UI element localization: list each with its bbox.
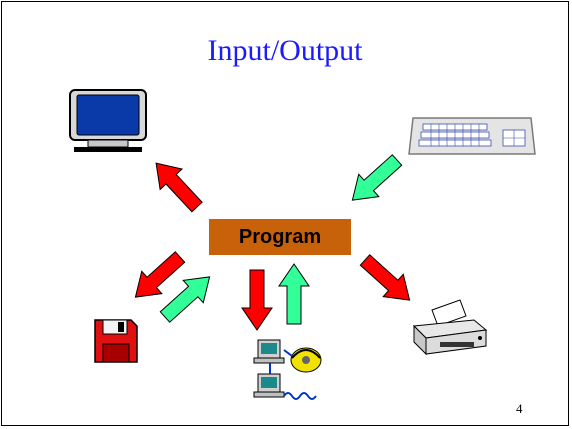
arrow-to-network [241, 269, 273, 331]
floppy-disk-icon [94, 319, 138, 363]
arrow-to-monitor [144, 152, 209, 218]
arrow-from-keyboard [341, 148, 408, 212]
network-computers-icon [253, 339, 322, 400]
keyboard-icon [408, 117, 536, 155]
program-box: Program [209, 219, 351, 255]
printer-icon [412, 299, 488, 356]
page-number: 4 [516, 401, 523, 416]
arrow-from-network [278, 263, 310, 325]
monitor-icon [69, 89, 147, 152]
slide-title: Input/Output [207, 34, 363, 67]
